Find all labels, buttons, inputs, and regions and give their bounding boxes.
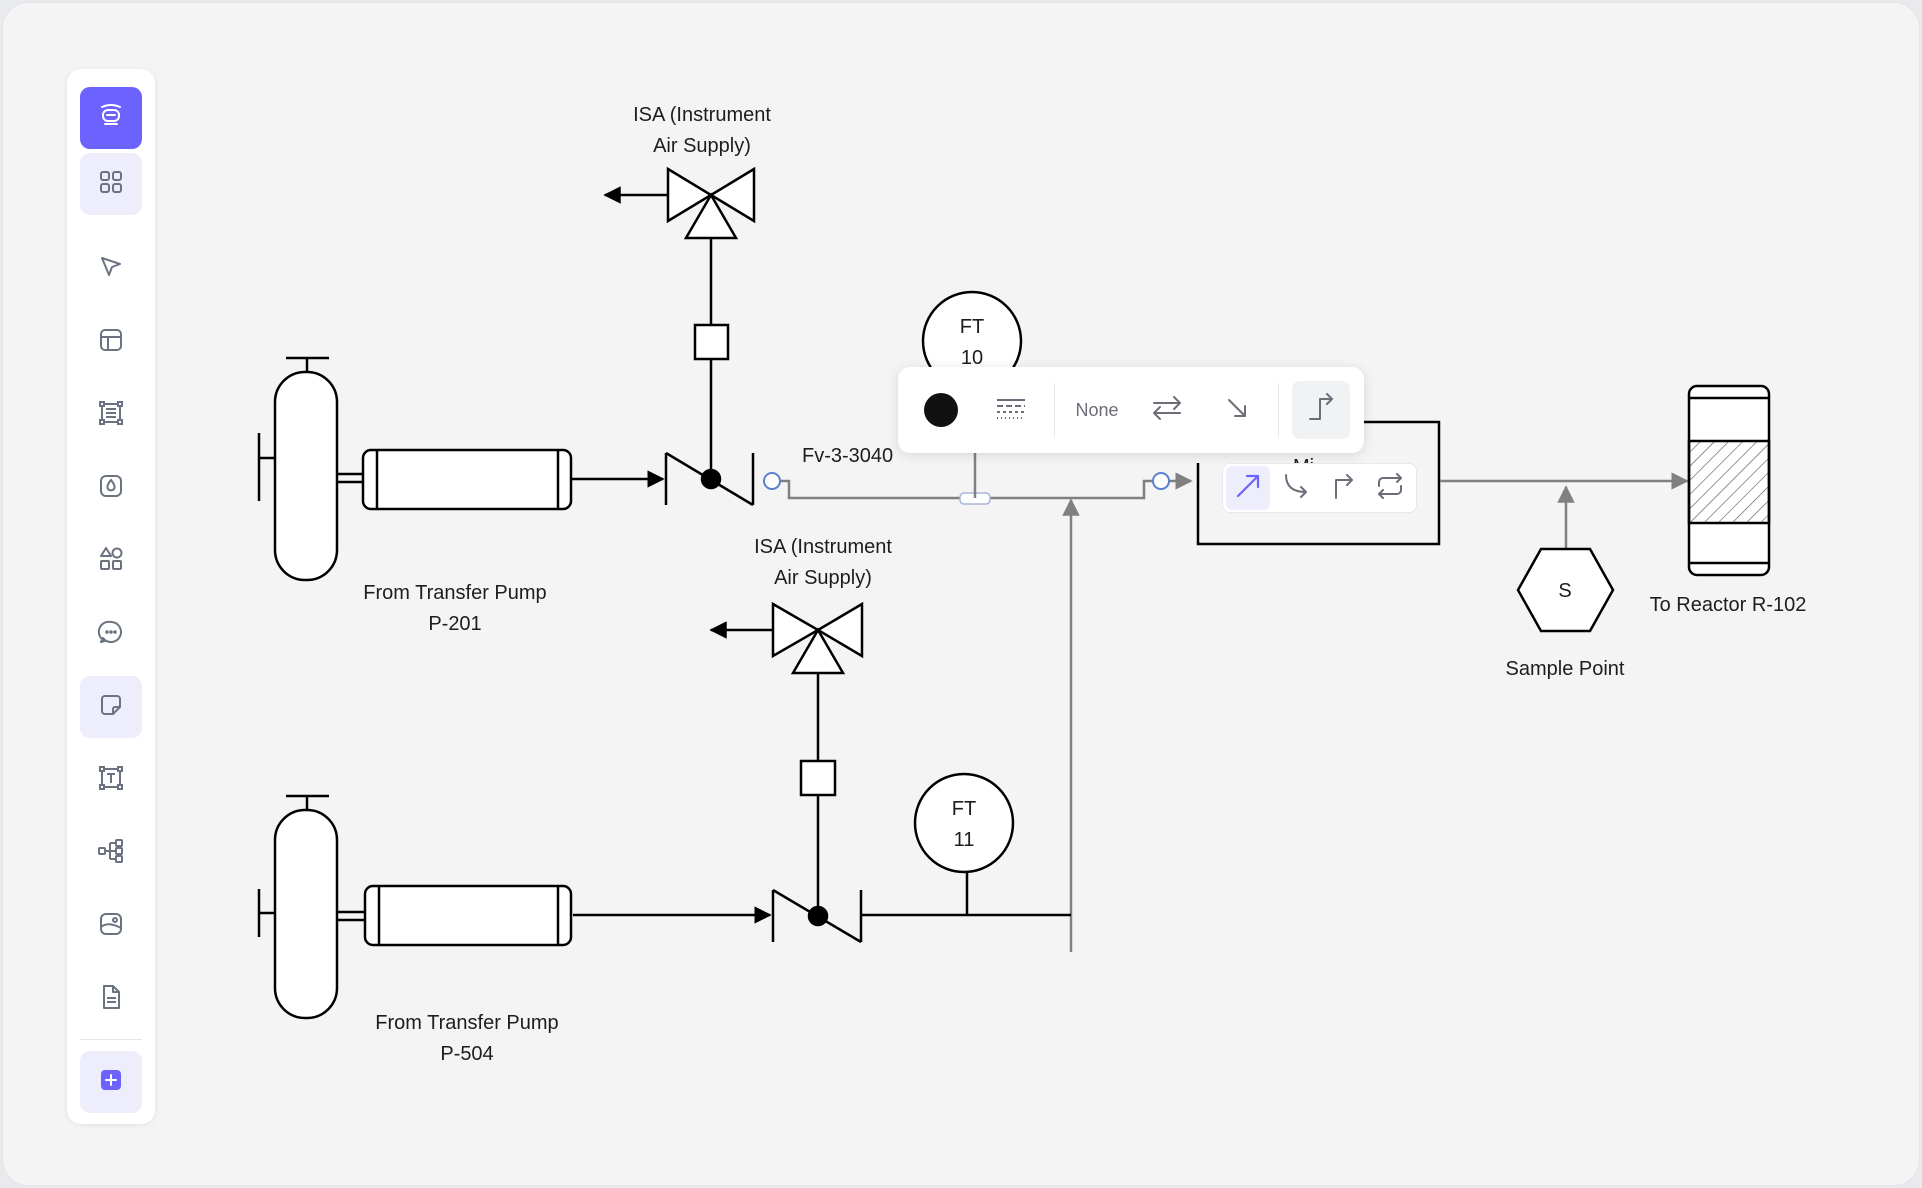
elbow-connector-icon (1330, 472, 1358, 505)
straight-arrow-icon (1234, 472, 1262, 505)
sample-point[interactable]: S (1516, 547, 1615, 633)
isa-top-label-2: Air Supply) (653, 135, 751, 157)
color-swatch (924, 393, 958, 427)
loop-connector-option[interactable] (1368, 466, 1412, 510)
sticky-note-icon (96, 690, 126, 725)
pointer-icon (96, 252, 126, 287)
arrowhead-start-label: None (1075, 399, 1119, 420)
elbow-connector-icon (1306, 392, 1336, 428)
straight-connector-option[interactable] (1226, 466, 1270, 510)
apps-button[interactable] (80, 153, 142, 215)
grid-icon (96, 167, 126, 202)
connector-type-button[interactable] (1292, 381, 1350, 439)
pump-p201-label-1: From Transfer Pump (363, 582, 546, 604)
sample-point-label: Sample Point (1506, 658, 1625, 680)
toolbar-divider (1278, 383, 1279, 437)
loop-connector-icon (1375, 472, 1405, 505)
pump-p201-label-2: P-201 (428, 613, 481, 635)
fill-tool-button[interactable] (80, 457, 142, 519)
media-button[interactable] (80, 895, 142, 957)
ft10-label-1: FT (960, 316, 984, 338)
pump-p504-label-1: From Transfer Pump (375, 1012, 558, 1034)
shapes-icon (96, 544, 126, 579)
pump-p504-label-2: P-504 (440, 1043, 493, 1065)
reactor-label: To Reactor R-102 (1650, 594, 1807, 616)
control-valve-bottom[interactable] (771, 673, 863, 944)
connector-type-menu (1222, 463, 1417, 513)
connector-start-handle[interactable] (763, 472, 781, 490)
comment-button[interactable] (80, 603, 142, 665)
plus-icon (96, 1065, 126, 1100)
elbow-connector-option[interactable] (1322, 466, 1366, 510)
ft11-label-2: 11 (954, 829, 975, 851)
isa-bottom-label-2: Air Supply) (774, 567, 872, 589)
document-icon (96, 982, 126, 1017)
ft10-label-2: 10 (961, 347, 983, 369)
select-tool-button[interactable] (80, 238, 142, 300)
curved-connector-icon (1282, 472, 1310, 505)
valve-tag: Fv-3-3040 (802, 445, 893, 467)
swap-arrows-icon (1150, 393, 1184, 428)
document-button[interactable] (80, 968, 142, 1030)
shapes-button[interactable] (80, 530, 142, 592)
template-button[interactable] (80, 311, 142, 373)
three-way-valve-top[interactable] (666, 166, 756, 240)
drop-icon (96, 471, 126, 506)
toolbar-divider (1054, 383, 1055, 437)
mindmap-button[interactable] (80, 822, 142, 884)
arrowhead-start-button[interactable]: None (1061, 381, 1133, 439)
mixer-box[interactable] (1196, 420, 1441, 546)
mindmap-icon (96, 836, 126, 871)
arrow-down-right-icon (1223, 394, 1251, 427)
curved-connector-option[interactable] (1274, 466, 1318, 510)
robot-icon (96, 101, 126, 136)
flow-transmitter-ft10[interactable]: FT 10 (921, 290, 1023, 392)
control-valve-top[interactable] (664, 239, 755, 507)
ft11-label-1: FT (952, 798, 976, 820)
reactor-r102[interactable] (1687, 384, 1771, 577)
swap-direction-button[interactable] (1138, 381, 1196, 439)
diagram-canvas[interactable]: ISA (Instrument Air Supply) Fv-3-3040 FT… (3, 3, 1919, 1185)
isa-top-label-1: ISA (Instrument (633, 104, 771, 126)
sticky-note-button[interactable] (80, 676, 142, 738)
pump-p504[interactable] (257, 794, 573, 1020)
comment-icon (96, 617, 126, 652)
arrowhead-end-button[interactable] (1208, 381, 1266, 439)
text-frame-icon (96, 763, 126, 798)
line-style-button[interactable] (982, 381, 1040, 439)
isa-bottom-label-1: ISA (Instrument (754, 536, 892, 558)
ai-assistant-button[interactable] (80, 87, 142, 149)
add-button[interactable] (80, 1051, 142, 1113)
connector-toolbar: None (898, 367, 1364, 453)
layout-icon (96, 325, 126, 360)
left-toolbar (67, 69, 155, 1124)
sidebar-divider (80, 1039, 142, 1040)
color-button[interactable] (912, 381, 970, 439)
line-style-icon (995, 396, 1027, 425)
media-icon (96, 909, 126, 944)
text-tool-button[interactable] (80, 749, 142, 811)
sample-symbol: S (1558, 580, 1571, 602)
frame-list-icon (96, 398, 126, 433)
frame-tool-button[interactable] (80, 384, 142, 446)
three-way-valve-bottom[interactable] (771, 601, 864, 675)
pump-p201[interactable] (257, 356, 573, 582)
flow-transmitter-ft11[interactable]: FT 11 (913, 772, 1015, 874)
connector-end-handle[interactable] (1152, 472, 1170, 490)
